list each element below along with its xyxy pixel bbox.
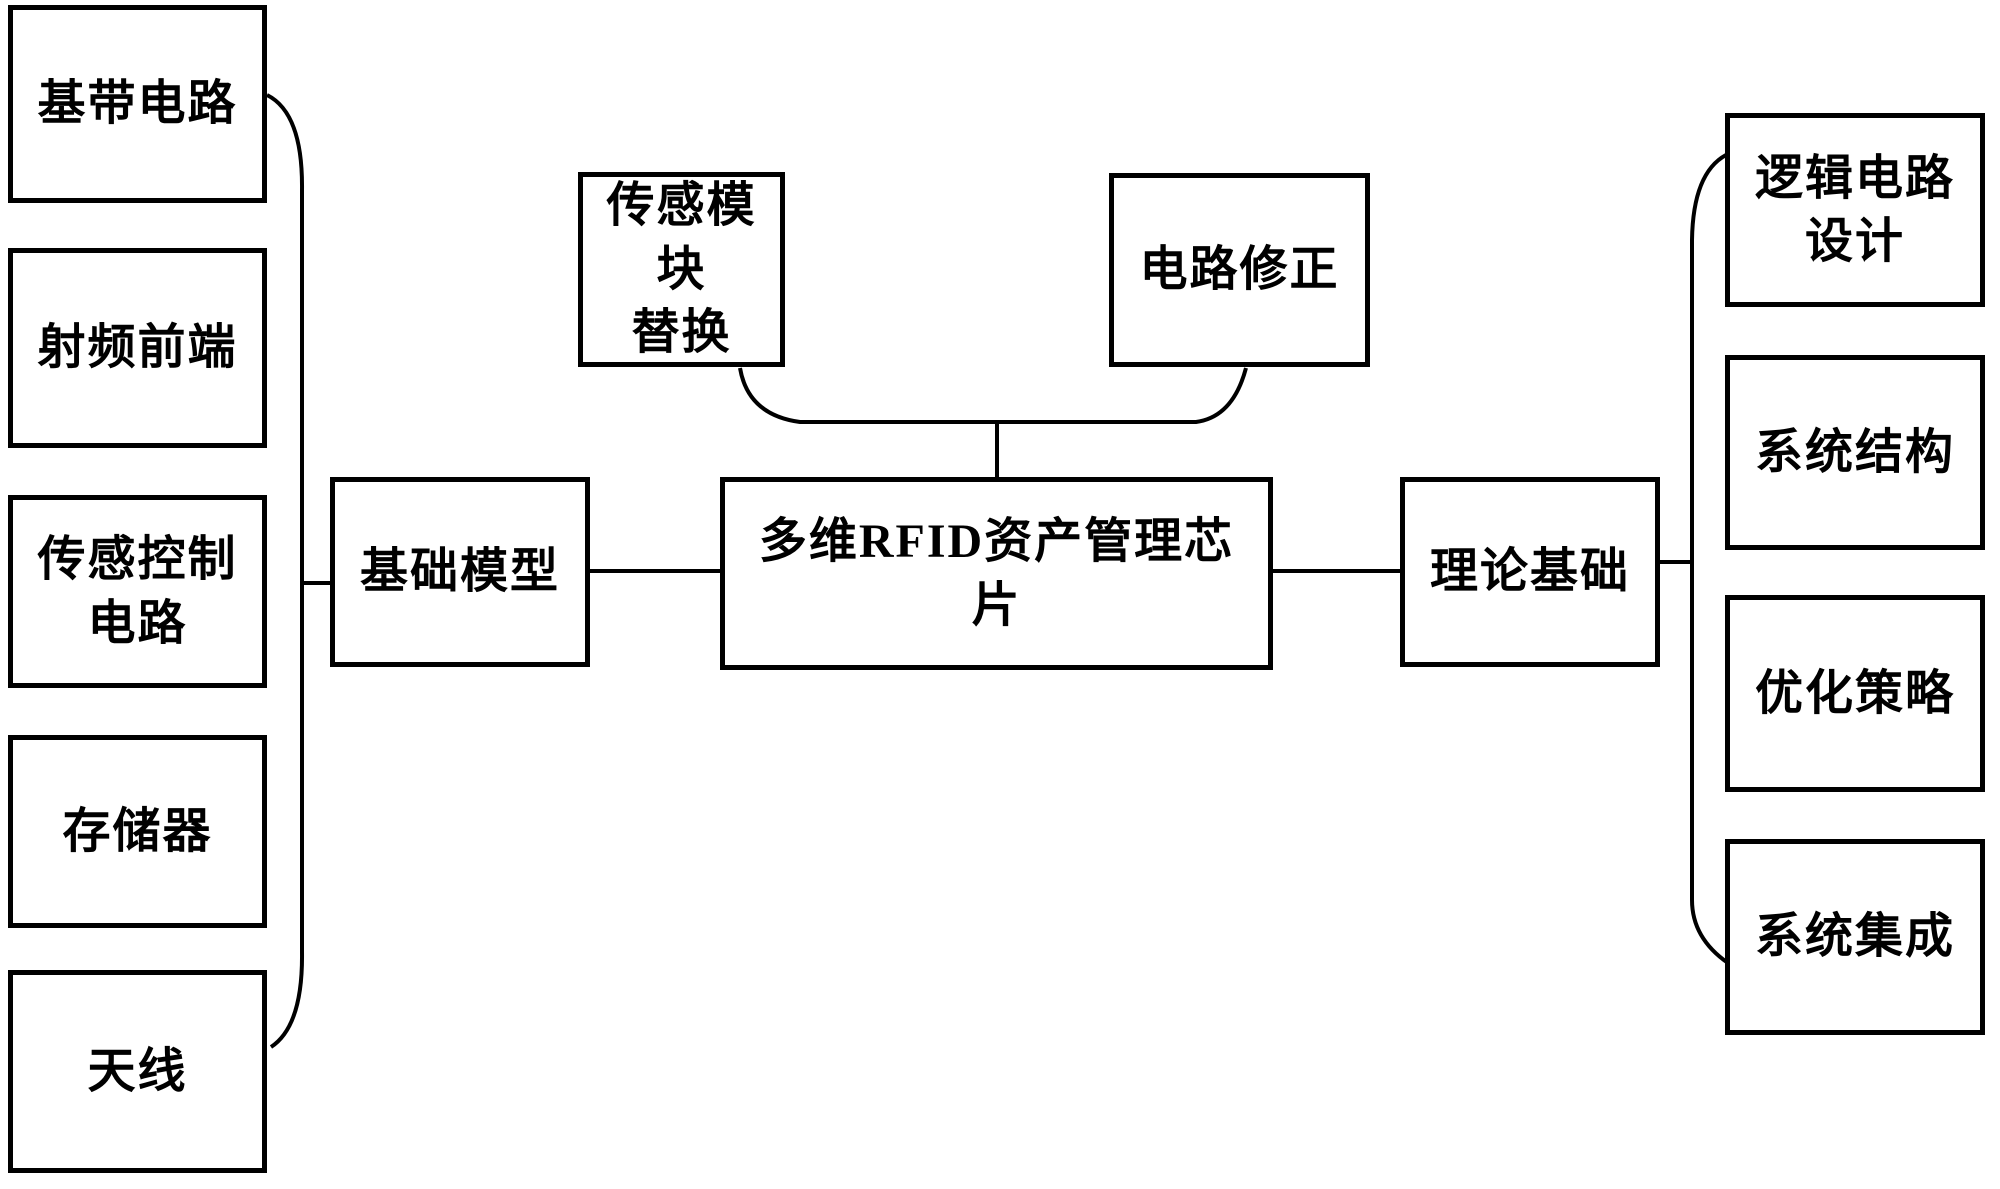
box-theory-basis: 理论基础 xyxy=(1400,477,1660,667)
top-merge-curve xyxy=(738,367,1248,424)
box-antenna: 天线 xyxy=(8,970,267,1173)
right-brace-curve xyxy=(1690,153,1730,965)
box-system-integration: 系统集成 xyxy=(1725,839,1985,1035)
box-baseband-circuit: 基带电路 xyxy=(8,5,267,203)
box-circuit-correction: 电路修正 xyxy=(1109,173,1370,367)
box-sensor-control-circuit: 传感控制 电路 xyxy=(8,495,267,688)
box-memory: 存储器 xyxy=(8,735,267,928)
box-sensor-module-replacement: 传感模块 替换 xyxy=(578,172,785,367)
box-optimization-strategy: 优化策略 xyxy=(1725,595,1985,792)
box-system-structure: 系统结构 xyxy=(1725,355,1985,550)
box-base-model: 基础模型 xyxy=(330,477,590,667)
box-logic-circuit-design: 逻辑电路 设计 xyxy=(1725,113,1985,307)
box-rf-front-end: 射频前端 xyxy=(8,248,267,448)
left-brace-curve xyxy=(266,93,305,1049)
box-rfid-asset-chip: 多维RFID资产管理芯 片 xyxy=(720,477,1273,670)
